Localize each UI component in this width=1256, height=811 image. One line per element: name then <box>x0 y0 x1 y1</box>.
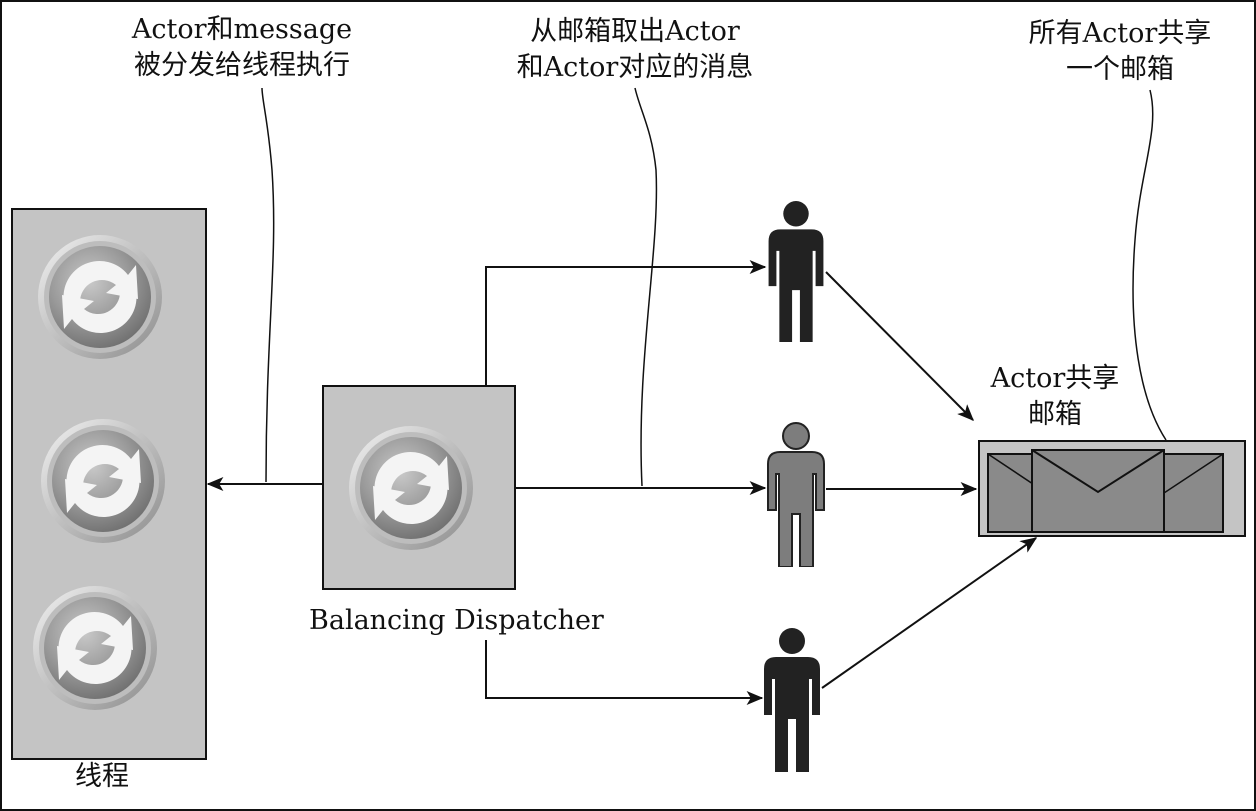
dispatch-to-actor-top-arrow <box>485 260 767 386</box>
threads-note: Actor和message 被分发给线程执行 <box>92 12 392 84</box>
mailbox-fetch-note: 从邮箱取出Actor 和Actor对应的消息 <box>480 14 790 86</box>
threads-note-line1: Actor和message <box>131 14 353 45</box>
actor-top-to-mailbox-arrow <box>825 271 974 421</box>
actor-middle-person-icon <box>767 422 825 567</box>
threads-label: 线程 <box>75 761 129 792</box>
shared-mailbox-note: 所有Actor共享 一个邮箱 <box>1000 16 1240 88</box>
actor-bottom-to-mailbox-arrow <box>821 537 1038 689</box>
dispatcher-sync-icon <box>349 426 473 550</box>
actor-bottom-person-icon <box>764 628 820 772</box>
dispatch-to-actor-bottom-arrow <box>485 640 764 705</box>
threads-note-leader <box>261 87 275 483</box>
thread-1-sync-icon <box>38 235 162 359</box>
mailbox-fetch-note-line2: 和Actor对应的消息 <box>516 52 754 83</box>
thread-3-sync-icon <box>33 586 157 710</box>
mailbox-fetch-note-leader <box>634 87 658 487</box>
mailbox-label: Actor共享 邮箱 <box>970 361 1140 433</box>
shared-mailbox-note-leader <box>1132 89 1167 441</box>
shared-mailbox-note-line2: 一个邮箱 <box>1066 54 1174 85</box>
actor-top-person-icon <box>768 200 824 342</box>
dispatcher-label: Balancing Dispatcher <box>309 605 604 636</box>
mailbox-label-line2: 邮箱 <box>1028 399 1082 430</box>
mailbox-label-line1: Actor共享 <box>990 363 1120 394</box>
thread-2-sync-icon <box>41 419 165 543</box>
mailbox-fetch-note-line1: 从邮箱取出Actor <box>530 16 740 47</box>
shared-mailbox-note-line1: 所有Actor共享 <box>1028 18 1212 49</box>
threads-note-line2: 被分发给线程执行 <box>134 50 350 81</box>
